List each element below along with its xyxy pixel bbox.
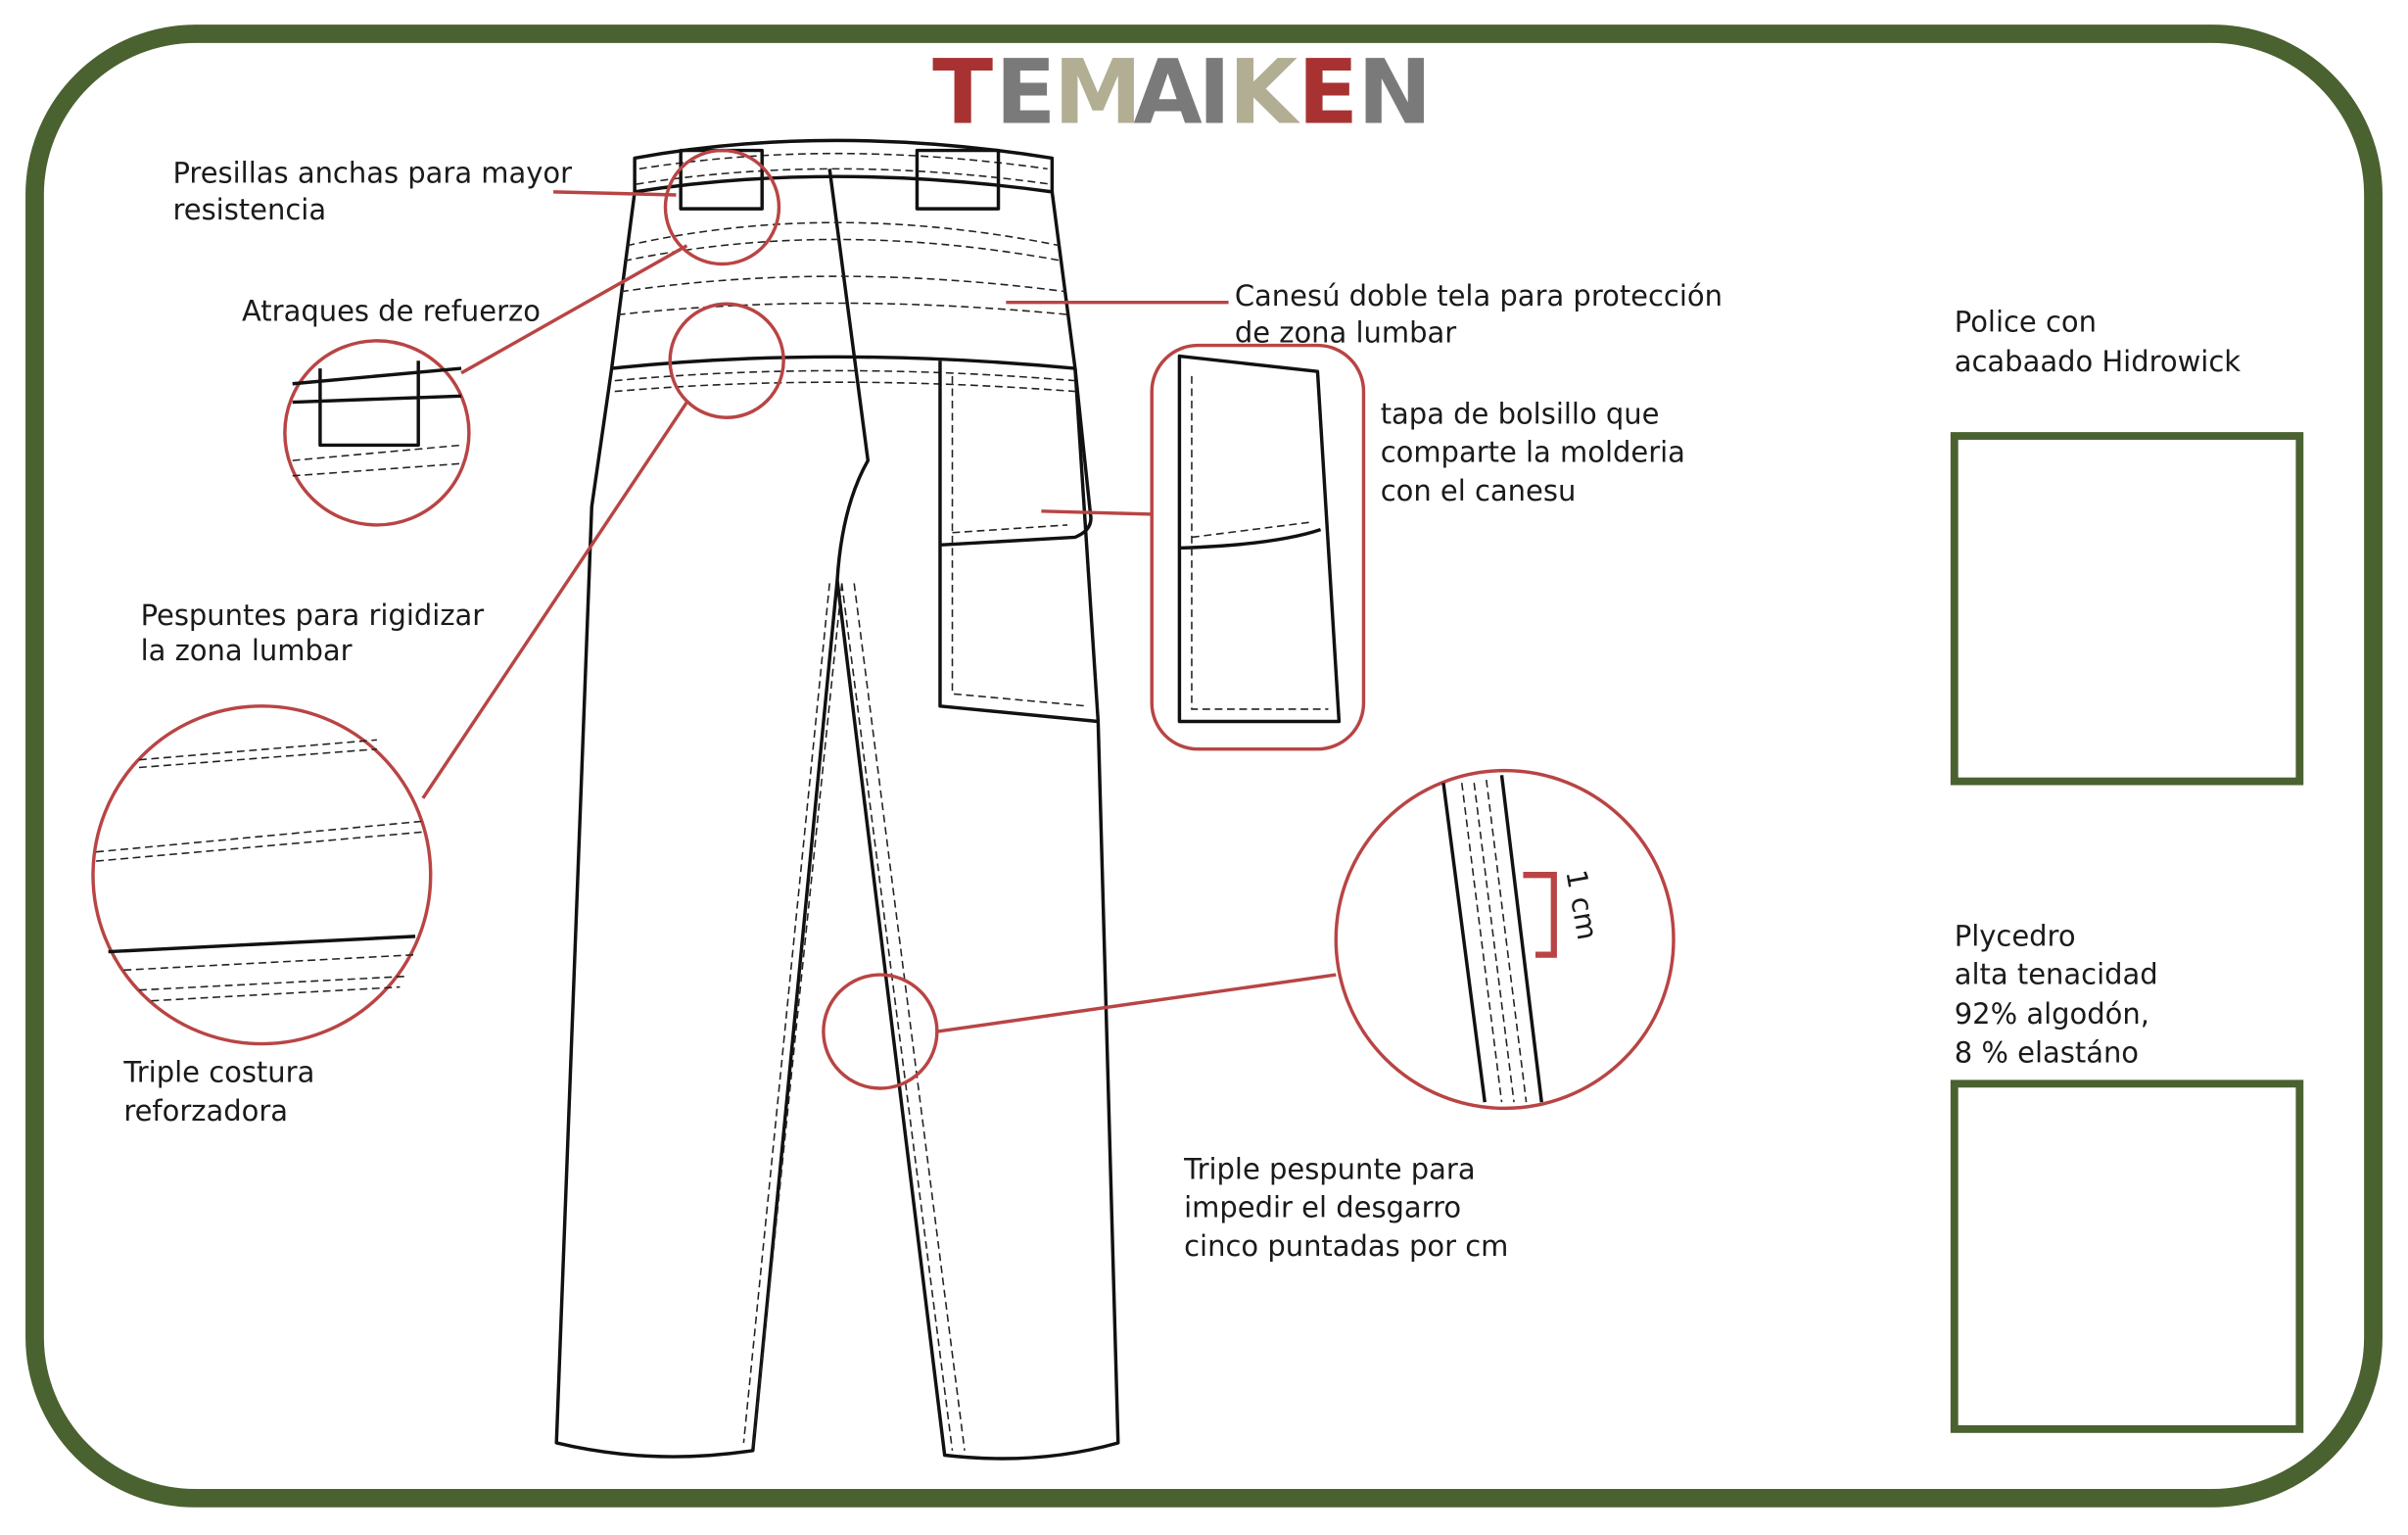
svg-text:N: N: [1357, 41, 1432, 144]
material-1-line-2: acabaado Hidrowick: [1955, 345, 2242, 378]
tapa-label-1: tapa de bolsillo que: [1381, 397, 1660, 430]
svg-text:E: E: [1298, 41, 1358, 144]
material-2-line-1: Plycedro: [1955, 919, 2076, 952]
presillas-label-1: Presillas anchas para mayor: [172, 156, 572, 189]
triple-costura-label-2: reforzadora: [123, 1094, 288, 1127]
material-2-line-4: 8 % elastáno: [1955, 1035, 2139, 1069]
canesu-label-1: Canesú doble tela para protección: [1235, 279, 1723, 312]
atraques-label: Atraques de refuerzo: [242, 295, 541, 328]
svg-text:A: A: [1133, 41, 1202, 144]
frame-border: [25, 24, 2383, 1508]
material-2-line-3: 92% algodón,: [1955, 997, 2149, 1031]
temaiken-logo: T E M A I K E N: [932, 41, 1432, 144]
triple-pespunte-label-1: Triple pespunte para: [1183, 1152, 1475, 1185]
svg-text:I: I: [1198, 41, 1231, 144]
triple-pespunte-label-2: impedir el desgarro: [1184, 1191, 1461, 1224]
material-1-swatch: [1950, 432, 2304, 786]
callouts: 1 cm: [91, 148, 1676, 1111]
svg-text:T: T: [932, 41, 993, 144]
pespuntes-label-1: Pespuntes para rigidizar: [141, 599, 485, 632]
svg-text:E: E: [995, 41, 1056, 144]
tapa-label-2: comparte la molderia: [1381, 436, 1685, 469]
triple-costura-label-1: Triple costura: [122, 1056, 314, 1089]
tapa-label-3: con el canesu: [1381, 474, 1577, 507]
measure-label: 1 cm: [1559, 867, 1604, 942]
presillas-label-2: resistencia: [172, 193, 326, 226]
material-2-line-2: alta tenacidad: [1955, 957, 2158, 990]
material-2-swatch: [1950, 1079, 2304, 1433]
triple-pespunte-label-3: cinco puntadas por cm: [1184, 1229, 1508, 1263]
canesu-label-2: de zona lumbar: [1235, 315, 1456, 349]
svg-text:K: K: [1229, 41, 1301, 144]
pants-back-view: [554, 138, 1120, 1461]
material-1-line-1: Police con: [1955, 305, 2097, 338]
svg-text:M: M: [1054, 41, 1142, 144]
pespuntes-label-2: la zona lumbar: [141, 634, 353, 667]
